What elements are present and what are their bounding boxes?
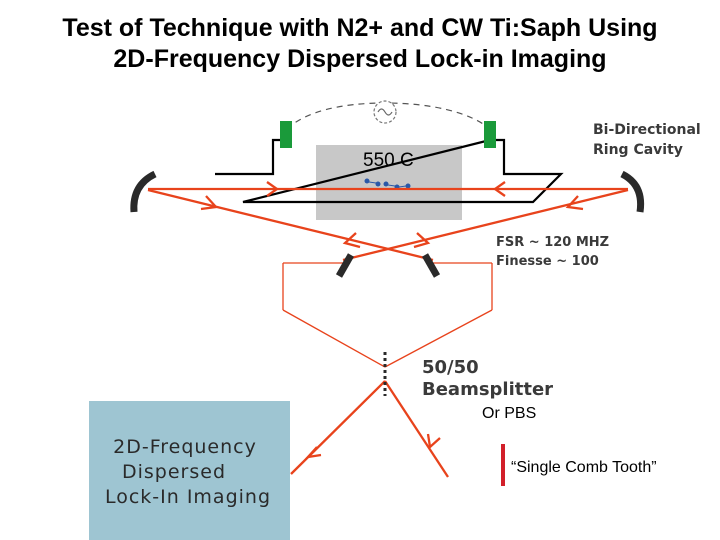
cavity-label-line-2: Ring Cavity — [593, 142, 683, 158]
beamsplitter-name-label: Beamsplitter — [422, 379, 553, 400]
finesse-label: Finesse ~ 100 — [496, 254, 599, 269]
mirror-right — [620, 170, 645, 213]
beam-arrows — [200, 181, 584, 459]
beam-to-imaging — [290, 380, 386, 475]
oven — [316, 145, 462, 220]
beamsplitter-alt-label: Or PBS — [482, 405, 536, 422]
imaging-label-line-3: Lock-In Imaging — [105, 486, 271, 508]
imaging-label-line-2: Dispersed — [122, 461, 226, 483]
mirror-center-left — [335, 253, 355, 278]
slide-title-line-2: 2D-Frequency Dispersed Lock-in Imaging — [113, 45, 607, 73]
beamsplitter-ratio-label: 50/50 — [422, 357, 479, 378]
beam-left-diagonal — [147, 188, 434, 262]
beam-input — [384, 380, 449, 478]
beam-right-diagonal — [342, 188, 629, 262]
oven-temperature-label: 550 C — [363, 150, 414, 171]
laser-beams — [147, 187, 629, 478]
slide-title-line-1: Test of Technique with N2+ and CW Ti:Sap… — [62, 14, 658, 42]
imaging-label-line-1: 2D-Frequency — [113, 436, 257, 458]
window-left — [280, 121, 292, 148]
cavity-label-line-1: Bi-Directional — [593, 122, 701, 138]
beam-pickoffs — [282, 262, 493, 368]
mirror-center-right — [421, 253, 441, 278]
comb-tooth-label: “Single Comb Tooth” — [511, 459, 657, 476]
mirror-left — [130, 170, 157, 213]
rf-wave-icon — [377, 108, 393, 116]
comb-tooth-marker — [501, 444, 505, 486]
window-right — [484, 121, 496, 148]
fsr-label: FSR ~ 120 MHZ — [496, 235, 609, 250]
imaging-box — [89, 401, 290, 540]
